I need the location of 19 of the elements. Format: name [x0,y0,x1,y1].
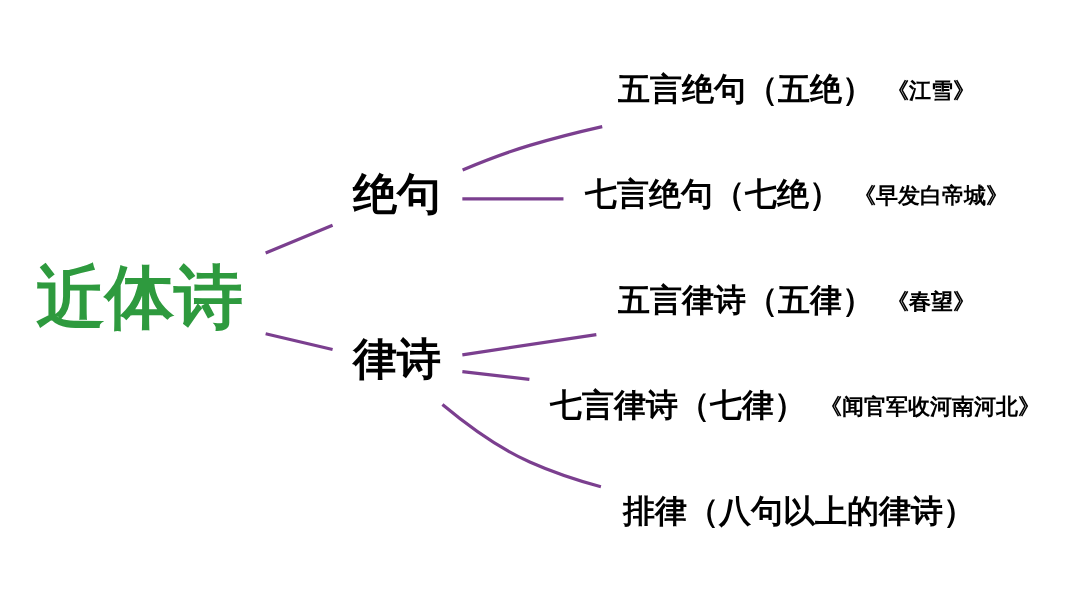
node-text: 七言绝句（七绝） [584,174,841,212]
connector [441,402,602,488]
connector [462,332,597,356]
connector [265,331,333,351]
connector [462,124,603,171]
connector [265,223,334,254]
node-text: 五言律诗（五律） [617,280,874,318]
connector [462,369,530,381]
connector [462,196,564,200]
node-text: 七言律诗（七律） [550,385,807,423]
node-text: 绝句 [353,167,442,219]
node-label: 《闻官军收河南河北》 [819,392,1040,419]
node-label: 《春望》 [887,287,976,314]
node-text: 排律（八句以上的律诗） [622,491,975,529]
node-text: 近体诗 [35,255,243,337]
node-text: 律诗 [353,332,442,384]
node-label: 《江雪》 [887,76,976,103]
node-label: 《早发白帝城》 [854,181,1009,208]
node-text: 五言绝句（五绝） [617,69,874,107]
